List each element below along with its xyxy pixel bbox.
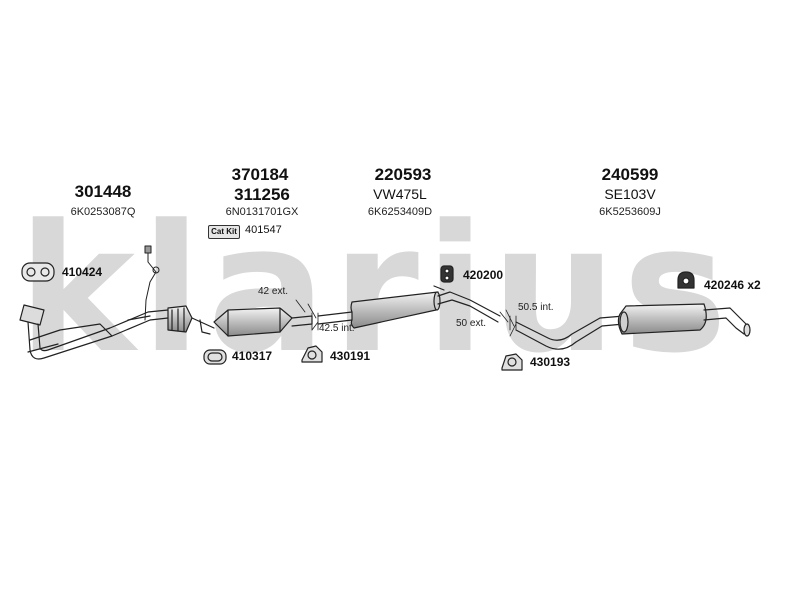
rear-silencer-part-number: 240599 bbox=[601, 165, 659, 184]
clamp-430193-label: 430193 bbox=[530, 355, 571, 369]
rear-silencer-oem-number: 6K5253609J bbox=[599, 206, 661, 218]
cat-kit-badge: Cat Kit bbox=[208, 225, 240, 239]
catalyst-part-number-1: 370184 bbox=[231, 165, 289, 184]
gasket-410317-icon bbox=[203, 349, 227, 365]
clamp-430191-icon bbox=[301, 345, 323, 363]
rubber-mount-420246-icon bbox=[677, 271, 695, 289]
dimension-ticks-right bbox=[499, 309, 517, 337]
rubber-mount-420200-label: 420200 bbox=[463, 268, 504, 282]
front-pipe-icon bbox=[19, 304, 169, 360]
flexi-joint-icon bbox=[167, 305, 215, 335]
rear-silencer-code: SE103V bbox=[604, 186, 656, 202]
catalyst-oem-number: 6N0131701GX bbox=[225, 206, 299, 218]
catalyst-icon bbox=[213, 307, 313, 337]
gasket-410317-label: 410317 bbox=[232, 349, 273, 363]
middle-silencer-oem-number: 6K6253409D bbox=[367, 206, 433, 218]
middle-silencer-part-number: 220593 bbox=[374, 165, 432, 184]
middle-silencer-icon bbox=[317, 285, 501, 329]
dimension-42-5-int: 42.5 int. bbox=[319, 323, 355, 334]
catalyst-part-number-2: 311256 bbox=[234, 185, 290, 204]
rubber-mount-420246-label: 420246 x2 bbox=[704, 278, 761, 292]
cat-kit-number: 401547 bbox=[245, 224, 282, 236]
dimension-50-5-int: 50.5 int. bbox=[518, 302, 554, 313]
rear-silencer-icon bbox=[515, 303, 751, 350]
brand-watermark: klarius bbox=[18, 205, 734, 375]
gasket-410424-label: 410424 bbox=[62, 265, 103, 279]
lambda-sensor-icon bbox=[144, 245, 160, 321]
clamp-430193-icon bbox=[501, 353, 523, 371]
rubber-mount-420200-icon bbox=[440, 265, 454, 283]
clamp-430191-label: 430191 bbox=[330, 349, 371, 363]
middle-silencer-code: VW475L bbox=[373, 186, 427, 202]
front-pipe-oem-number: 6K0253087Q bbox=[70, 206, 136, 218]
dimension-42-ext: 42 ext. bbox=[258, 286, 289, 297]
dimension-50-ext: 50 ext. bbox=[456, 318, 487, 329]
front-pipe-part-number: 301448 bbox=[74, 182, 132, 201]
gasket-410424-icon bbox=[21, 262, 55, 282]
